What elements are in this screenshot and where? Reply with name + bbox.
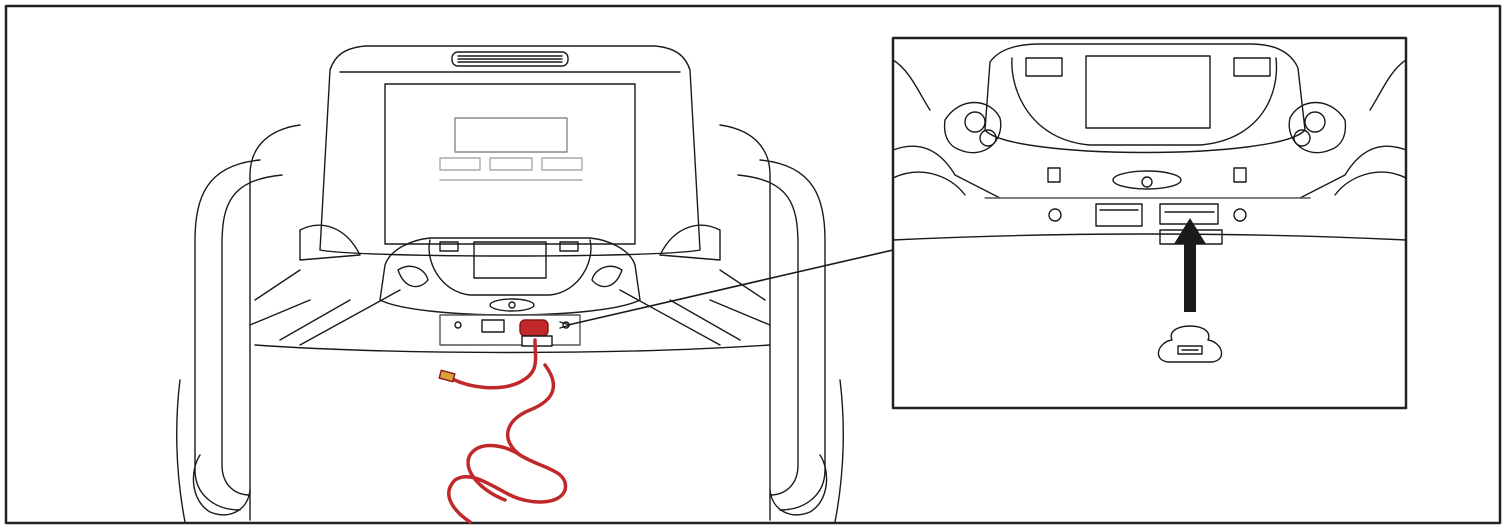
inset-port [1095,203,1143,227]
lower-console [379,237,641,346]
inset-detail-view [891,36,1408,410]
inset-console-screen [1085,55,1211,129]
inset-safety-key [1157,325,1223,363]
safety-key-icon [519,319,549,337]
safety-clip [438,369,456,383]
left-console-arm [249,269,401,346]
safety-key-main [438,319,568,524]
safety-cord [448,338,538,390]
inset-frame [891,36,1408,410]
display-housing [299,45,721,261]
arrow-up-icon [1174,218,1206,312]
figure-frame [4,4,1502,525]
left-handrail [176,124,301,523]
right-handrail [719,124,844,523]
deck-front [254,344,771,354]
console-port [481,319,505,333]
callout-leader [567,249,894,326]
display-top-grille [451,51,569,67]
console-screen [473,241,547,279]
